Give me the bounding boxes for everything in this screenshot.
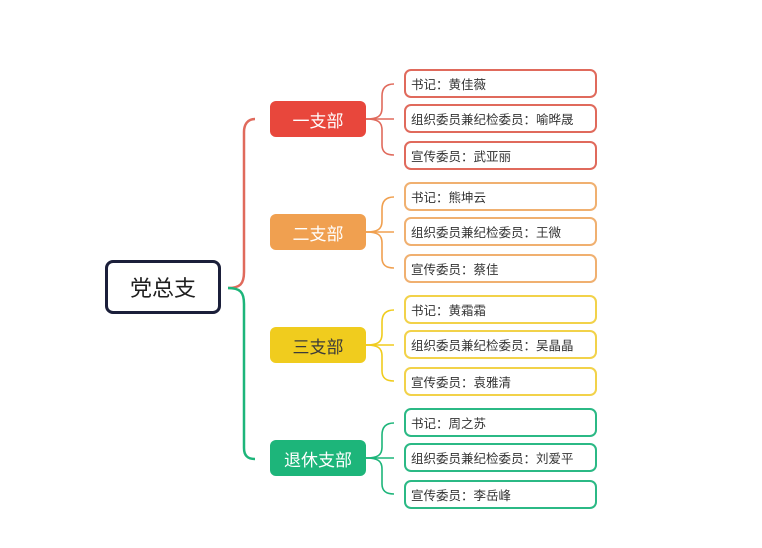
member-node[interactable]: 组织委员兼纪检委员：喻晔晟	[404, 104, 597, 133]
member-node[interactable]: 书记：黄佳薇	[404, 69, 597, 98]
branch-3-bracket	[365, 309, 395, 382]
root-connector-upper	[227, 117, 256, 290]
member-node[interactable]: 组织委员兼纪检委员：刘爱平	[404, 443, 597, 472]
member-node[interactable]: 宣传委员：武亚丽	[404, 141, 597, 170]
root-node[interactable]: 党总支	[105, 260, 221, 314]
branch-node-2[interactable]: 二支部	[270, 214, 366, 250]
root-connector-lower	[227, 286, 256, 461]
branch-node-4[interactable]: 退休支部	[270, 440, 366, 476]
branch-node-1[interactable]: 一支部	[270, 101, 366, 137]
branch-4-bracket	[365, 422, 395, 495]
branch-node-3[interactable]: 三支部	[270, 327, 366, 363]
branch-2-bracket	[365, 196, 395, 269]
member-node[interactable]: 书记：黄霜霜	[404, 295, 597, 324]
member-node[interactable]: 组织委员兼纪检委员：王微	[404, 217, 597, 246]
member-node[interactable]: 宣传委员：袁雅清	[404, 367, 597, 396]
member-node[interactable]: 宣传委员：蔡佳	[404, 254, 597, 283]
member-node[interactable]: 宣传委员：李岳峰	[404, 480, 597, 509]
branch-1-bracket	[365, 83, 395, 156]
member-node[interactable]: 书记：熊坤云	[404, 182, 597, 211]
member-node[interactable]: 组织委员兼纪检委员：吴晶晶	[404, 330, 597, 359]
member-node[interactable]: 书记：周之苏	[404, 408, 597, 437]
